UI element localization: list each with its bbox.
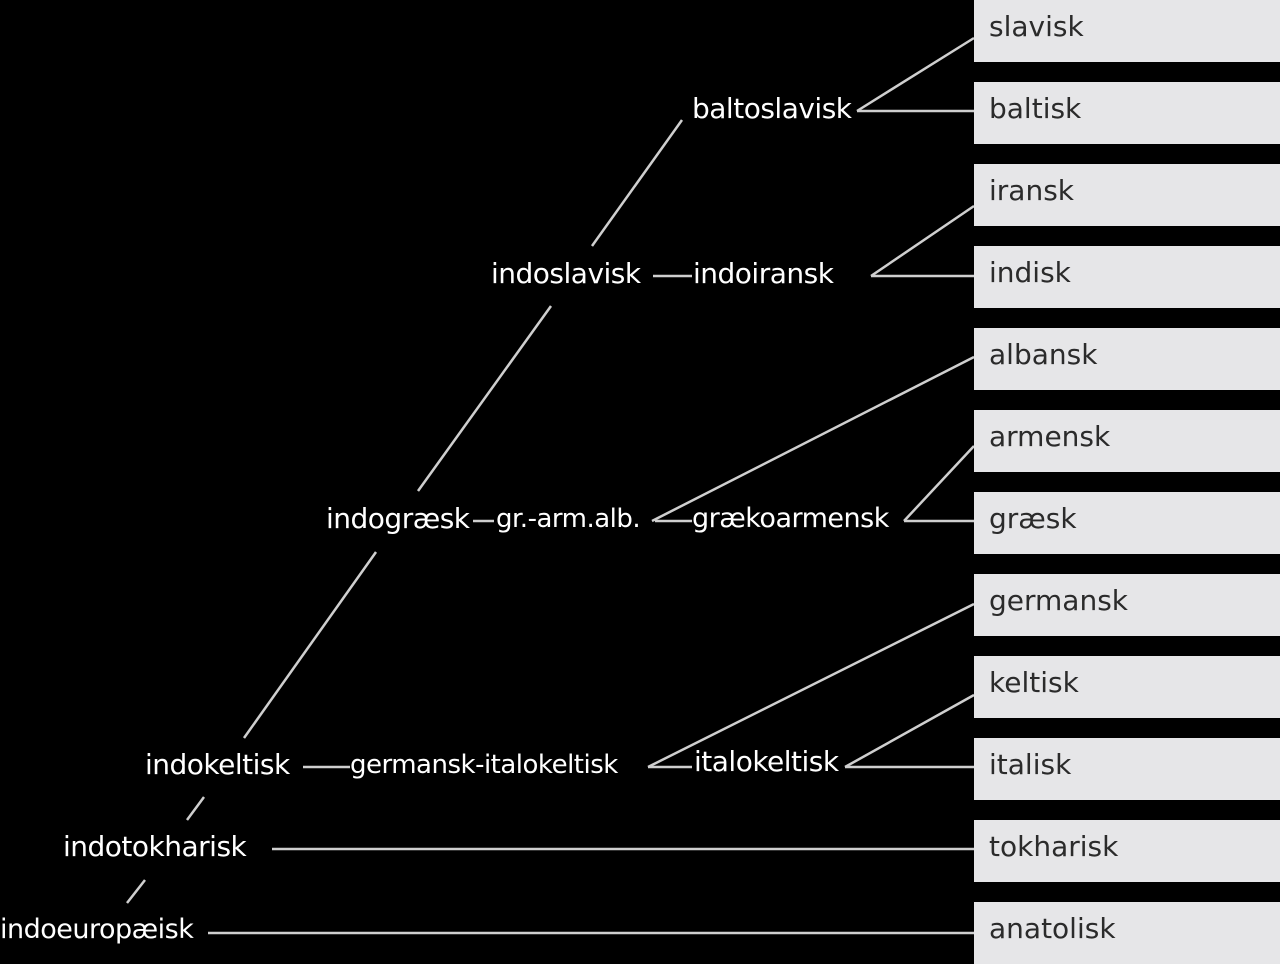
node-indotokharisk: indotokharisk: [63, 830, 247, 863]
leaf-label: slavisk: [989, 9, 1084, 43]
leaf-label: tokharisk: [989, 829, 1119, 863]
leaf-label: germansk: [989, 583, 1129, 617]
node-gr-arm-alb: gr.-arm.alb.: [496, 504, 641, 534]
leaf-germansk: germansk: [974, 574, 1280, 636]
edge-germansk-italokeltisk-germansk: [647, 602, 975, 769]
node-germansk-italokeltisk: germansk-italokeltisk: [350, 750, 618, 780]
edge-gr-arm-alb-albansk: [651, 355, 975, 523]
leaf-keltisk: keltisk: [974, 656, 1280, 718]
edge-indoiransk-iransk: [870, 204, 975, 278]
leaf-label: keltisk: [989, 665, 1079, 699]
leaf-label: indisk: [989, 255, 1071, 289]
leaf-albansk: albansk: [974, 328, 1280, 390]
edge-indograesk-indoslavisk: [416, 305, 553, 492]
leaf-label: albansk: [989, 337, 1098, 371]
leaf-label: græsk: [989, 501, 1077, 535]
leaf-indisk: indisk: [974, 246, 1280, 308]
edge-graekoarmensk-armensk: [903, 445, 975, 522]
node-indoeuropaeisk: indoeuropæisk: [0, 914, 194, 945]
edge-indoeuropaeisk-indotokharisk: [126, 879, 146, 904]
node-indokeltisk: indokeltisk: [145, 748, 290, 781]
leaf-label: iransk: [989, 173, 1074, 207]
leaf-label: armensk: [989, 419, 1111, 453]
edge-indotokharisk-indokeltisk: [185, 796, 206, 821]
leaf-iransk: iransk: [974, 164, 1280, 226]
node-graekoarmensk: grækoarmensk: [692, 503, 889, 534]
edge-indokeltisk-indograesk: [242, 551, 378, 739]
leaf-baltisk: baltisk: [974, 82, 1280, 144]
leaf-italisk: italisk: [974, 738, 1280, 800]
node-baltoslavisk: baltoslavisk: [692, 92, 852, 125]
node-indograesk: indogræsk: [326, 502, 470, 535]
leaf-graesk: græsk: [974, 492, 1280, 554]
leaf-anatolisk: anatolisk: [974, 902, 1280, 964]
edge-indoslavisk-baltoslavisk: [590, 119, 684, 247]
node-indoslavisk: indoslavisk: [491, 257, 641, 290]
leaf-slavisk: slavisk: [974, 0, 1280, 62]
edge-baltoslavisk-slavisk: [856, 36, 975, 113]
node-indoiransk: indoiransk: [693, 257, 834, 290]
leaf-armensk: armensk: [974, 410, 1280, 472]
leaf-tokharisk: tokharisk: [974, 820, 1280, 882]
leaf-label: anatolisk: [989, 911, 1116, 945]
edge-italokeltisk-keltisk: [844, 693, 975, 769]
leaf-label: italisk: [989, 747, 1072, 781]
node-italokeltisk: italokeltisk: [694, 745, 839, 778]
leaf-label: baltisk: [989, 91, 1082, 125]
